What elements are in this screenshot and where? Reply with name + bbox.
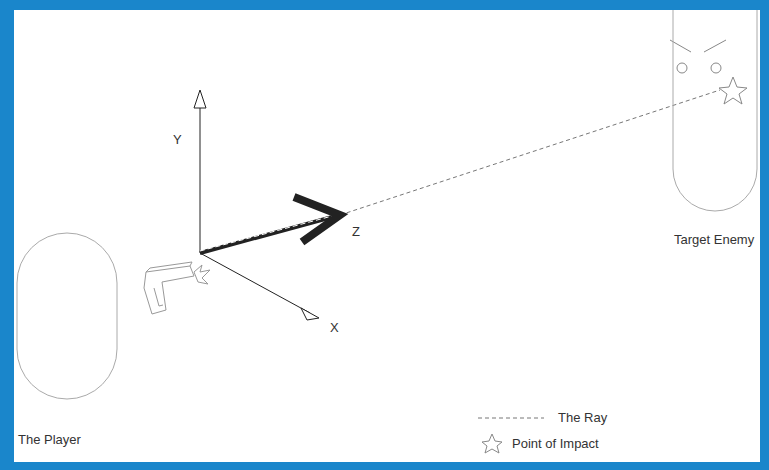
legend-text: Point of Impact: [512, 436, 599, 451]
pill-outline: [16, 232, 118, 400]
player-body: The Player: [16, 232, 118, 400]
axis-label: Z: [352, 224, 360, 239]
node-label: The Player: [18, 432, 81, 447]
node-label: Target Enemy: [674, 232, 754, 247]
illustration: [14, 10, 760, 462]
axis-label: Y: [173, 132, 182, 147]
pill-outline: [672, 10, 758, 212]
legend-text: The Ray: [558, 410, 607, 425]
axis-label: X: [330, 320, 339, 335]
white-panel: The PlayerTarget EnemyYZXThe RayPoint of…: [14, 10, 760, 462]
enemy-body: Target Enemy: [672, 10, 758, 212]
